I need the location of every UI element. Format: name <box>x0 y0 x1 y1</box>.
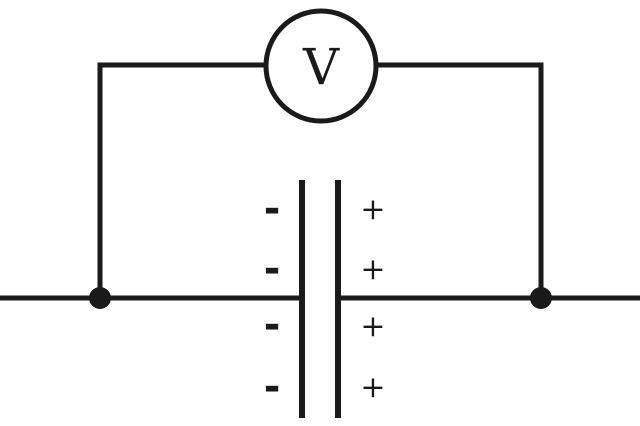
minus-sign: - <box>264 246 281 292</box>
voltmeter-circle <box>263 8 379 124</box>
plus-sign: + <box>360 309 385 344</box>
minus-sign: - <box>264 186 281 232</box>
positive-charges: + + + + <box>360 192 385 405</box>
voltmeter-wire-left <box>97 62 265 298</box>
minus-sign: - <box>264 364 281 410</box>
negative-charges: - - - - <box>264 186 281 410</box>
plus-sign: + <box>360 192 385 227</box>
voltmeter-label: V <box>302 38 340 96</box>
minus-sign: - <box>264 302 281 348</box>
plus-sign: + <box>360 370 385 405</box>
plus-sign: + <box>360 252 385 287</box>
capacitor <box>299 180 341 418</box>
junction-left <box>89 287 111 309</box>
voltmeter: V <box>263 8 379 124</box>
junction-right <box>530 287 552 309</box>
voltmeter-wire-right <box>377 62 544 298</box>
